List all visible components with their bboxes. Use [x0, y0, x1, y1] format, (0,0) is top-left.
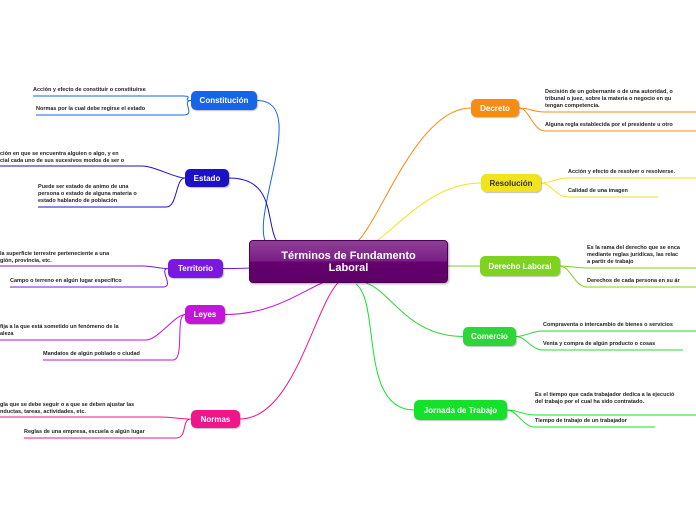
topic-estado[interactable]: Estado [185, 169, 229, 187]
topic-leyes[interactable]: Leyes [185, 305, 225, 324]
subtopic-normas-1[interactable]: gla que se debe seguir o a que se deben … [0, 402, 135, 415]
subtopic-territorio-2[interactable]: Campo o terreno en algún lugar específic… [10, 278, 122, 284]
topic-label: Normas [200, 414, 231, 424]
subtopic-comercio-1[interactable]: Compraventa o intercambio de bienes o se… [543, 322, 673, 328]
topic-label: Estado [193, 173, 221, 183]
leaf-connector-constitucion-2 [183, 100, 192, 116]
topic-label: Jornada de Trabajo [423, 405, 498, 415]
branch-connector-constitucion [256, 100, 280, 248]
topic-comercio[interactable]: Comercio [463, 327, 516, 346]
leaf-connector-derecho-laboral-2 [559, 265, 588, 288]
leaf-connector-jornada-de-trabajo-2 [506, 409, 536, 428]
subtopic-jornada-de-trabajo-1[interactable]: Es el tiempo que cada trabajador dedica … [535, 392, 675, 405]
topic-label: Leyes [193, 310, 217, 319]
leaf-connector-normas-2 [175, 418, 192, 439]
branch-connector-comercio [365, 282, 464, 337]
leaf-connector-territorio-2 [162, 268, 169, 288]
subtopic-constitucion-1[interactable]: Acción y efecto de constituir o constitu… [33, 87, 146, 93]
topic-normas[interactable]: Normas [191, 410, 240, 428]
leaf-connector-leyes-2 [172, 314, 186, 361]
topic-label: Derecho Laboral [488, 261, 552, 271]
leaf-connector-constitucion-1 [182, 95, 192, 101]
branch-connector-decreto [354, 107, 472, 245]
topic-label: Constitución [199, 96, 249, 105]
branch-connector-leyes [224, 278, 335, 315]
leaf-connector-leyes-1 [145, 314, 186, 341]
subtopic-estado-1[interactable]: ción en que se encuentra alguien o algo,… [0, 151, 125, 164]
branch-connector-jornada-de-trabajo [355, 283, 415, 411]
topic-label: Territorio [178, 264, 213, 273]
subtopic-derecho-laboral-2[interactable]: Derechos de cada persona en su ár [587, 278, 680, 284]
topic-label: Decreto [480, 103, 510, 113]
central-topic[interactable]: Términos de Fundamento Laboral [249, 240, 448, 283]
subtopic-derecho-laboral-1[interactable]: Es la rama del derecho que se enca media… [587, 245, 680, 265]
leaf-connector-comercio-1 [515, 330, 544, 337]
leaf-connector-decreto-1 [518, 107, 546, 113]
leaf-connector-resolucion-1 [540, 177, 569, 184]
subtopic-jornada-de-trabajo-2[interactable]: Tiempo de trabajo de un trabajador [535, 418, 627, 424]
leaf-connector-estado-2 [165, 177, 186, 208]
topic-decreto[interactable]: Decreto [471, 99, 519, 117]
leaf-connector-decreto-2 [518, 107, 546, 132]
branch-connector-estado [228, 177, 286, 250]
subtopic-resolucion-2[interactable]: Calidad de una imagen [568, 188, 628, 194]
subtopic-leyes-2[interactable]: Mandatos de algún poblado o ciudad [43, 351, 140, 357]
topic-constitucion[interactable]: Constitución [191, 91, 257, 110]
leaf-connector-territorio-1 [141, 265, 169, 269]
subtopic-decreto-2[interactable]: Alguna regla establecida por el presiden… [545, 122, 673, 128]
leaf-connector-resolucion-2 [540, 182, 569, 198]
topic-derecho-laboral[interactable]: Derecho Laboral [480, 256, 560, 276]
branch-connector-resolucion [365, 182, 482, 248]
central-topic-label: Términos de Fundamento Laboral [281, 249, 416, 274]
subtopic-comercio-2[interactable]: Venta y compra de algún producto o cosas [543, 341, 656, 347]
topic-label: Comercio [471, 332, 508, 341]
subtopic-territorio-1[interactable]: la superficie terrestre perteneciente a … [0, 251, 110, 264]
subtopic-leyes-1[interactable]: fija a la que está sometido un fenómeno … [0, 324, 119, 337]
leaf-connector-comercio-2 [515, 336, 544, 351]
branch-connector-normas [239, 280, 341, 420]
subtopic-normas-2[interactable]: Reglas de una empresa, escuela o algún l… [24, 429, 145, 435]
subtopic-decreto-1[interactable]: Decisión de un gobernante o de una autor… [545, 89, 673, 109]
topic-label: Resolución [489, 178, 533, 188]
leaf-connector-estado-1 [141, 165, 186, 179]
subtopic-estado-2[interactable]: Puede ser estado de animo de una persona… [38, 184, 137, 204]
topic-territorio[interactable]: Territorio [168, 259, 223, 278]
topic-jornada-de-trabajo[interactable]: Jornada de Trabajo [414, 400, 507, 420]
subtopic-resolucion-1[interactable]: Acción y efecto de resolver o resolverse… [568, 169, 675, 175]
topic-resolucion[interactable]: Resolución [481, 174, 541, 192]
leaf-connector-normas-1 [159, 416, 192, 420]
subtopic-constitucion-2[interactable]: Normas por la cual debe regirse el estad… [36, 106, 146, 112]
